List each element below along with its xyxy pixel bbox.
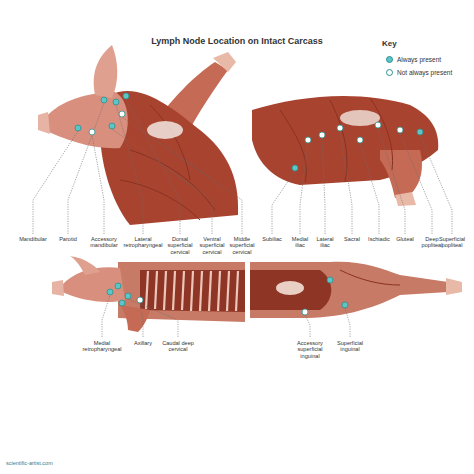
- node-label: Subiliac: [259, 236, 286, 242]
- lymph-node-dot: [123, 93, 129, 99]
- node-label: Caudal deep cervical: [161, 340, 196, 353]
- leader-line: [272, 171, 295, 234]
- node-label: Lateral retropharyngeal: [123, 236, 164, 249]
- node-label: Accessory superficial inguinal: [290, 340, 331, 359]
- forequarter-illustration: [147, 121, 183, 139]
- node-label: Gluteal: [393, 236, 418, 242]
- lymph-node-dot: [397, 127, 403, 133]
- node-label: Ventral superficial cervical: [196, 236, 229, 255]
- split-forequarter-illustration: [70, 256, 100, 275]
- lymph-node-dot: [292, 165, 298, 171]
- split-forequarter-illustration: [120, 305, 150, 332]
- node-label: Ischiadic: [365, 236, 394, 242]
- leader-line: [122, 117, 242, 234]
- split-hindquarter-illustration: [250, 262, 448, 318]
- legend-row: Always present: [386, 56, 441, 63]
- leader-line: [116, 105, 143, 234]
- hindquarter-illustration: [395, 192, 416, 206]
- lymph-node-dots: [75, 93, 423, 315]
- leader-line: [420, 135, 452, 234]
- split-forequarter-illustration: [140, 270, 245, 312]
- leader-line: [300, 143, 308, 234]
- leader-line: [322, 138, 325, 234]
- credit-text: scientific-artist.com: [6, 460, 97, 466]
- lymph-node-dot: [113, 99, 119, 105]
- legend-text: Not always present: [397, 69, 452, 76]
- split-hindquarter-illustration: [250, 262, 462, 318]
- lymph-node-dot: [109, 123, 115, 129]
- lymph-node-dot: [319, 132, 325, 138]
- lymph-node-dot: [375, 122, 381, 128]
- leader-line: [400, 133, 432, 234]
- split-forequarter-illustration: [52, 256, 245, 332]
- lymph-node-dot: [107, 289, 113, 295]
- node-label: Mandibular: [16, 236, 51, 242]
- leader-line: [140, 303, 143, 337]
- lymph-node-dot: [417, 129, 423, 135]
- leader-line: [345, 308, 350, 337]
- node-label: Parotid: [54, 236, 83, 242]
- legend-swatch: [386, 69, 393, 76]
- leader-line: [102, 295, 110, 337]
- lymph-node-dot: [302, 309, 308, 315]
- split-hindquarter-illustration: [446, 278, 462, 295]
- legend-swatch: [386, 56, 393, 63]
- node-label: Lateral iliac: [313, 236, 338, 249]
- lymph-node-dot: [89, 129, 95, 135]
- leader-line: [340, 131, 352, 234]
- split-hindquarter-illustration: [276, 281, 304, 295]
- hindquarter-illustration: [252, 96, 438, 206]
- split-forequarter-illustration: [146, 271, 238, 311]
- lymph-node-dot: [75, 125, 81, 131]
- node-label: Sacral: [340, 236, 365, 242]
- node-label: Medial iliac: [288, 236, 313, 249]
- lymph-node-dot: [137, 297, 143, 303]
- node-label: Superficial inguinal: [334, 340, 367, 353]
- lymph-node-dot: [119, 111, 125, 117]
- hindquarter-illustration: [340, 110, 380, 126]
- leader-line: [128, 299, 178, 337]
- node-label: Accessory mandibular: [86, 236, 123, 249]
- leader-line: [360, 143, 379, 234]
- legend-row: Not always present: [386, 69, 452, 76]
- forequarter-illustration: [38, 112, 50, 134]
- hindquarter-illustration: [380, 150, 422, 198]
- lymph-node-dot: [101, 97, 107, 103]
- split-forequarter-illustration: [52, 280, 64, 296]
- leader-line: [126, 99, 180, 234]
- lymph-node-dot: [125, 293, 131, 299]
- lymph-node-dot: [305, 137, 311, 143]
- node-label: Medial retropharyngeal: [82, 340, 123, 353]
- lymph-node-dot: [337, 125, 343, 131]
- split-hindquarter-illustration: [250, 270, 331, 310]
- leader-line: [33, 131, 78, 234]
- leader-line: [68, 103, 104, 234]
- split-hindquarter-illustration: [340, 270, 400, 285]
- node-label: Superficial popliteal: [437, 236, 468, 249]
- lymph-node-dot: [119, 300, 125, 306]
- node-label: Middle superficial cervical: [227, 236, 258, 255]
- node-label: Dorsal superficial cervical: [164, 236, 197, 255]
- lymph-node-dot: [357, 137, 363, 143]
- node-label: Axillary: [128, 340, 159, 346]
- key-heading: Key: [382, 40, 423, 49]
- hindquarter-illustration: [280, 98, 393, 182]
- forequarter-illustration: [120, 105, 215, 220]
- forequarter-illustration: [38, 45, 238, 225]
- leader-line: [112, 129, 212, 234]
- forequarter-illustration: [100, 91, 238, 225]
- legend-text: Always present: [397, 56, 441, 63]
- leader-line: [305, 315, 310, 337]
- forequarter-illustration: [45, 92, 128, 148]
- diagram-title: Lymph Node Location on Intact Carcass: [120, 36, 354, 46]
- lymph-node-dot: [115, 283, 121, 289]
- lymph-node-dot: [327, 277, 333, 283]
- forequarter-illustration: [213, 52, 236, 72]
- forequarter-illustration: [94, 45, 118, 98]
- leader-line: [378, 128, 405, 234]
- lymph-node-dot: [342, 302, 348, 308]
- leader-line: [92, 135, 104, 234]
- leader-lines: [33, 99, 452, 337]
